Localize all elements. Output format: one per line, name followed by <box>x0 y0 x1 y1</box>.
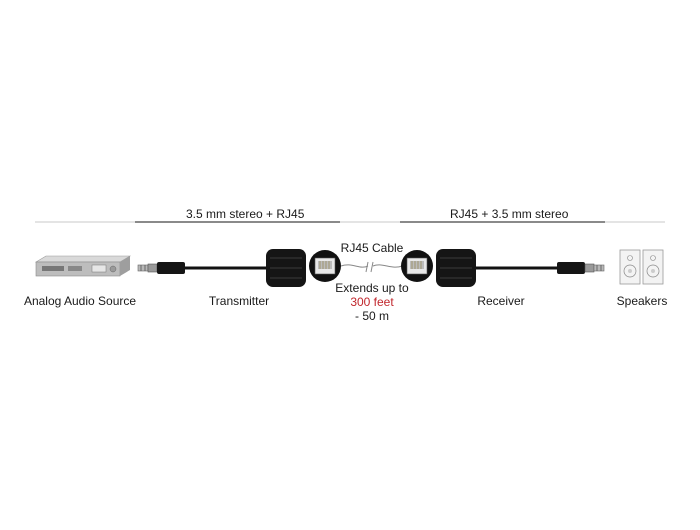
transmitter-rj45-icon <box>309 250 341 282</box>
transmitter-ferrite-icon <box>266 249 306 287</box>
cable-distance-meters: - 50 m <box>354 309 390 323</box>
left-jack-plug-icon <box>137 262 185 274</box>
speakers-icon <box>619 249 664 285</box>
receiver-rj45-icon <box>401 250 433 282</box>
receiver-ferrite-icon <box>436 249 476 287</box>
source-label: Analog Audio Source <box>23 294 137 308</box>
cable-title: RJ45 Cable <box>340 241 404 255</box>
left-section-header: 3.5 mm stereo + RJ45 <box>186 207 305 221</box>
receiver-label: Receiver <box>477 294 525 308</box>
transmitter-label: Transmitter <box>208 294 270 308</box>
right-jack-plug-icon <box>557 262 605 274</box>
cable-distance-feet: 300 feet <box>350 295 394 309</box>
cable-extends-text: Extends up to <box>335 281 409 295</box>
audio-source-icon <box>34 255 132 277</box>
rj45-cable-icon <box>340 261 403 273</box>
right-section-header: RJ45 + 3.5 mm stereo <box>450 207 569 221</box>
speakers-label: Speakers <box>616 294 668 308</box>
